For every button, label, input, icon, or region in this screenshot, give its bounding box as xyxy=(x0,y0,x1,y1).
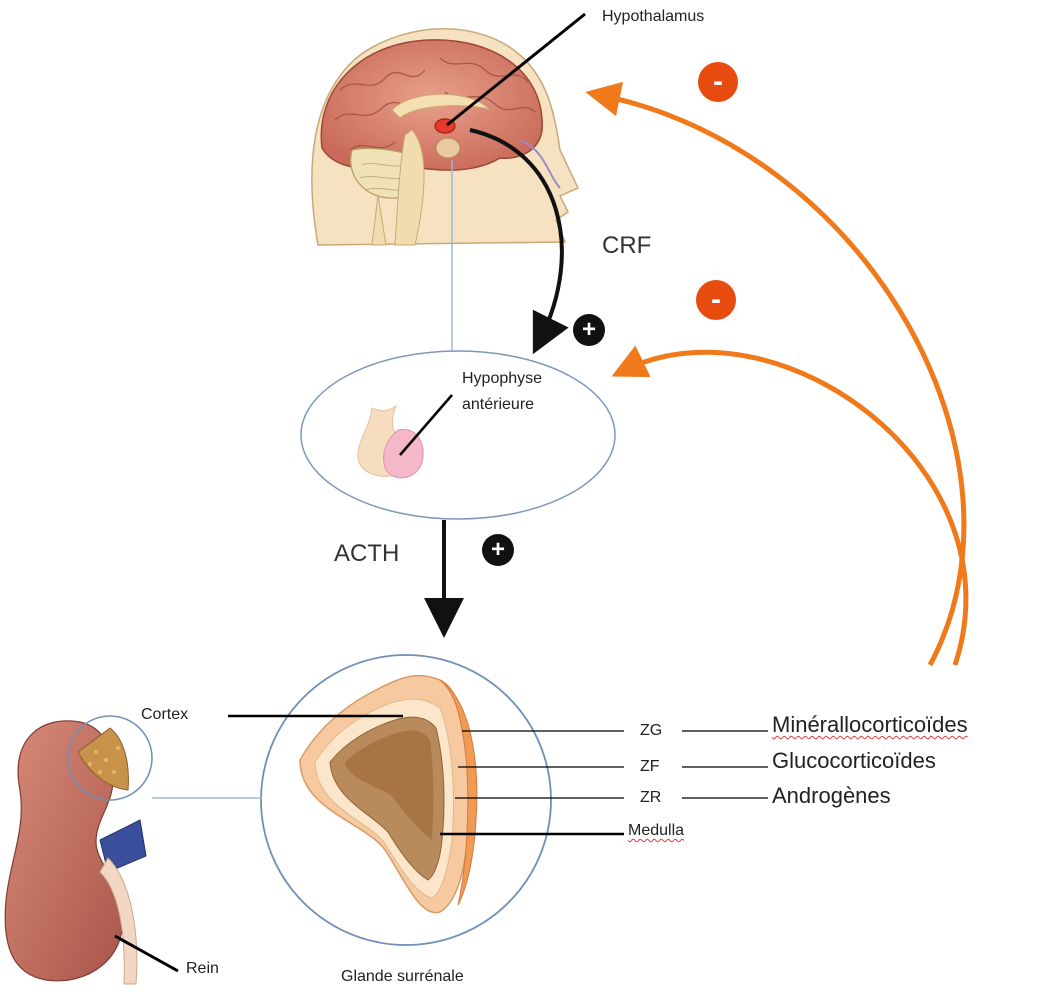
pituitary-ellipse xyxy=(301,351,615,519)
plus-badge-crf: + xyxy=(573,314,605,346)
feedback-arrow-to-hypothalamus xyxy=(600,95,964,665)
brain-illustration xyxy=(312,29,578,245)
minus-badge-hypothalamus: - xyxy=(698,62,738,102)
androgens-label: Androgènes xyxy=(772,783,891,808)
zr-label: ZR xyxy=(640,789,661,807)
feedback-arrow-to-hypophyse xyxy=(625,352,966,665)
plus-badge-acth: + xyxy=(482,534,514,566)
mineralocorticoids-label: Minérallocorticoïdes xyxy=(772,712,968,737)
zf-label: ZF xyxy=(640,758,660,776)
hypophyse-label-line2: antérieure xyxy=(462,396,534,414)
crf-label: CRF xyxy=(602,232,651,260)
acth-label: ACTH xyxy=(334,540,399,568)
hypothalamus-label: Hypothalamus xyxy=(602,8,704,26)
medulla-label: Medulla xyxy=(628,822,684,840)
hypophyse-label-line1: Hypophyse xyxy=(462,370,542,388)
glucocorticoids-label: Glucocorticoïdes xyxy=(772,748,936,773)
kidney-illustration xyxy=(5,721,146,984)
cortex-label: Cortex xyxy=(141,706,188,724)
glande-surrenale-label: Glande surrénale xyxy=(341,968,464,986)
rein-label: Rein xyxy=(186,960,219,978)
zg-label: ZG xyxy=(640,722,662,740)
minus-badge-hypophyse: - xyxy=(696,280,736,320)
